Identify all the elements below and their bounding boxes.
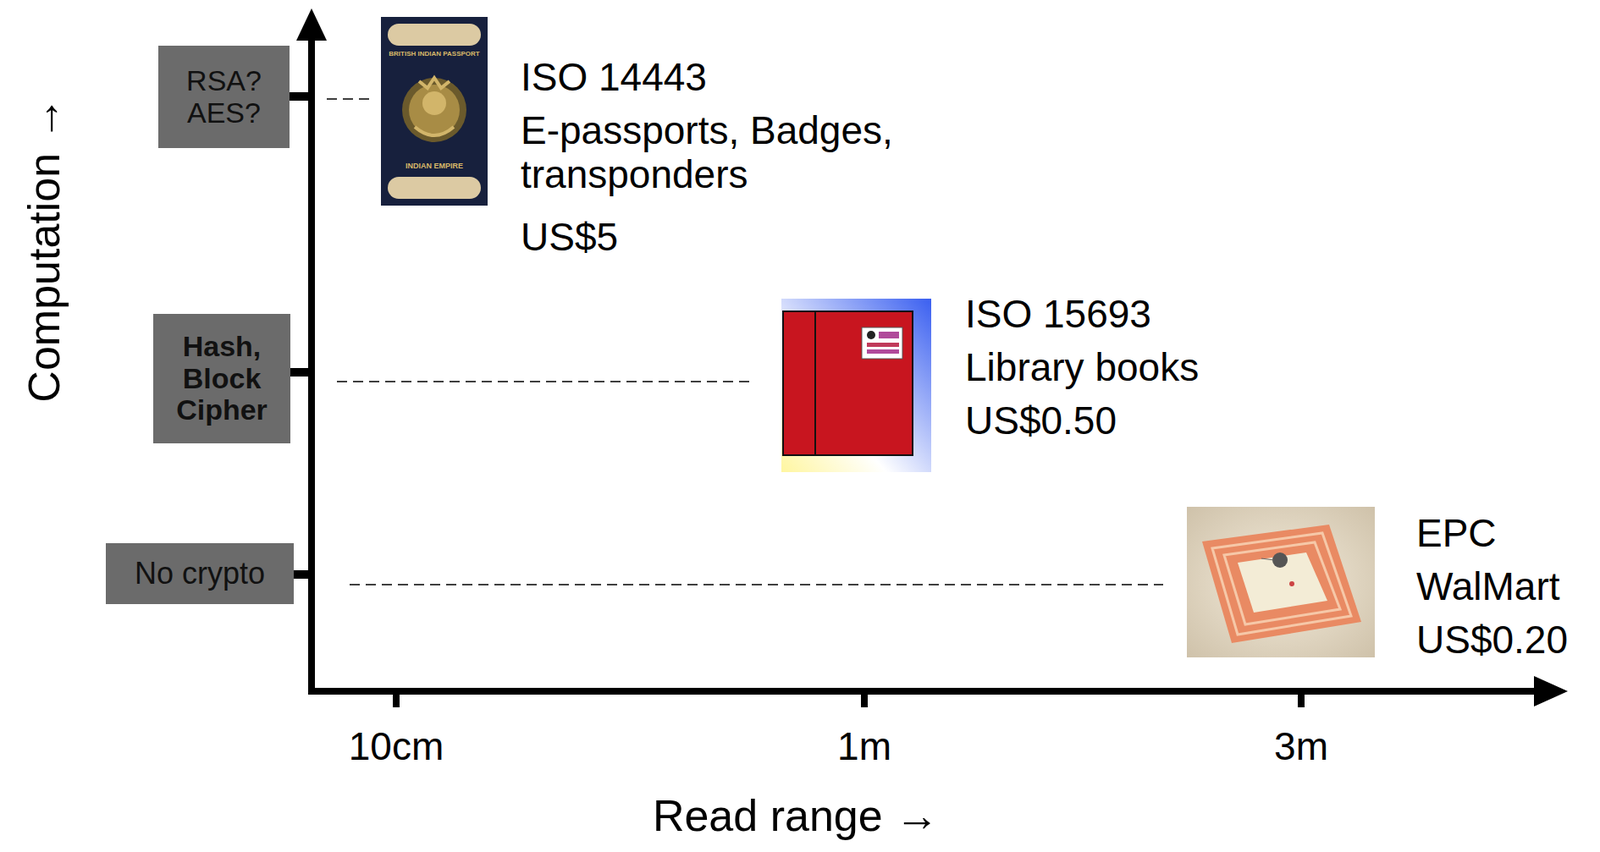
node-text: No crypto: [134, 557, 265, 591]
price-label: US$0.50: [965, 399, 1117, 444]
tag-dot: [1289, 581, 1295, 587]
dashed-leader: [336, 380, 756, 383]
application-text: E-passports, Badges, transponders: [520, 109, 961, 198]
axis-title: Computation →: [19, 96, 70, 403]
book-picture: [781, 298, 932, 473]
tag-leader: [1261, 558, 1275, 561]
rfid-sticker: [866, 342, 900, 348]
passport-cover: [380, 16, 488, 206]
passport-band: [387, 176, 481, 199]
passport-emblem: [408, 84, 460, 136]
axes: [288, 8, 1568, 708]
passport-emblem: [422, 91, 447, 116]
y-tick: [288, 92, 312, 101]
x-axis: [308, 688, 1541, 696]
crypto-level-box: No crypto: [105, 543, 294, 605]
standard-name: EPC: [1416, 512, 1497, 557]
y-tick: [288, 368, 312, 377]
x-tick: [392, 691, 400, 708]
passport-emblem: [402, 77, 467, 143]
x-tick: [1297, 691, 1305, 708]
tag-antenna: [1224, 542, 1341, 625]
dashed-leader: [349, 584, 1164, 586]
rfid-sticker: [866, 349, 900, 354]
passport-emblem: [414, 126, 454, 136]
book-background: [781, 298, 932, 473]
epc-tag-picture: [1186, 507, 1375, 658]
dashed-leader: [326, 98, 370, 100]
tag-photo: [1186, 507, 1375, 658]
tag-antenna: [1202, 524, 1362, 644]
tag-inlay: [1237, 552, 1328, 613]
passport-print: BRITISH INDIAN PASSPORT: [388, 49, 480, 58]
price-label: US$0.20: [1416, 618, 1568, 663]
crypto-level-box: Hash, Block Cipher: [153, 314, 291, 444]
axis-title: Read range →: [652, 791, 939, 842]
price-label: US$5: [520, 215, 618, 260]
passport-emblem: [419, 77, 450, 89]
tick-label: 3m: [1274, 725, 1329, 770]
node-text: RSA? AES?: [165, 65, 283, 129]
tag-antenna: [1212, 533, 1352, 635]
y-arrowhead: [296, 8, 327, 41]
application-text: WalMart: [1416, 565, 1561, 610]
x-tick: [860, 691, 868, 708]
book-spine: [814, 311, 817, 456]
standard-name: ISO 14443: [520, 55, 707, 100]
rfid-sticker: [878, 331, 900, 339]
tick-label: 10cm: [348, 725, 444, 770]
book-cover: [783, 311, 913, 456]
passport-print: INDIAN EMPIRE: [405, 161, 464, 171]
node-text: Hash, Block Cipher: [160, 331, 284, 426]
passport-band: [387, 23, 481, 46]
y-tick: [293, 570, 312, 580]
y-axis: [308, 33, 315, 692]
application-text: Library books: [965, 346, 1199, 391]
crypto-level-box: RSA? AES?: [158, 45, 290, 149]
tag-chip: [1272, 552, 1288, 569]
tick-label: 1m: [837, 725, 892, 770]
x-arrowhead: [1533, 676, 1568, 707]
passport-picture: [380, 16, 488, 206]
rfid-sticker: [866, 331, 876, 340]
standard-name: ISO 15693: [965, 292, 1152, 337]
rfid-sticker: [861, 327, 903, 359]
